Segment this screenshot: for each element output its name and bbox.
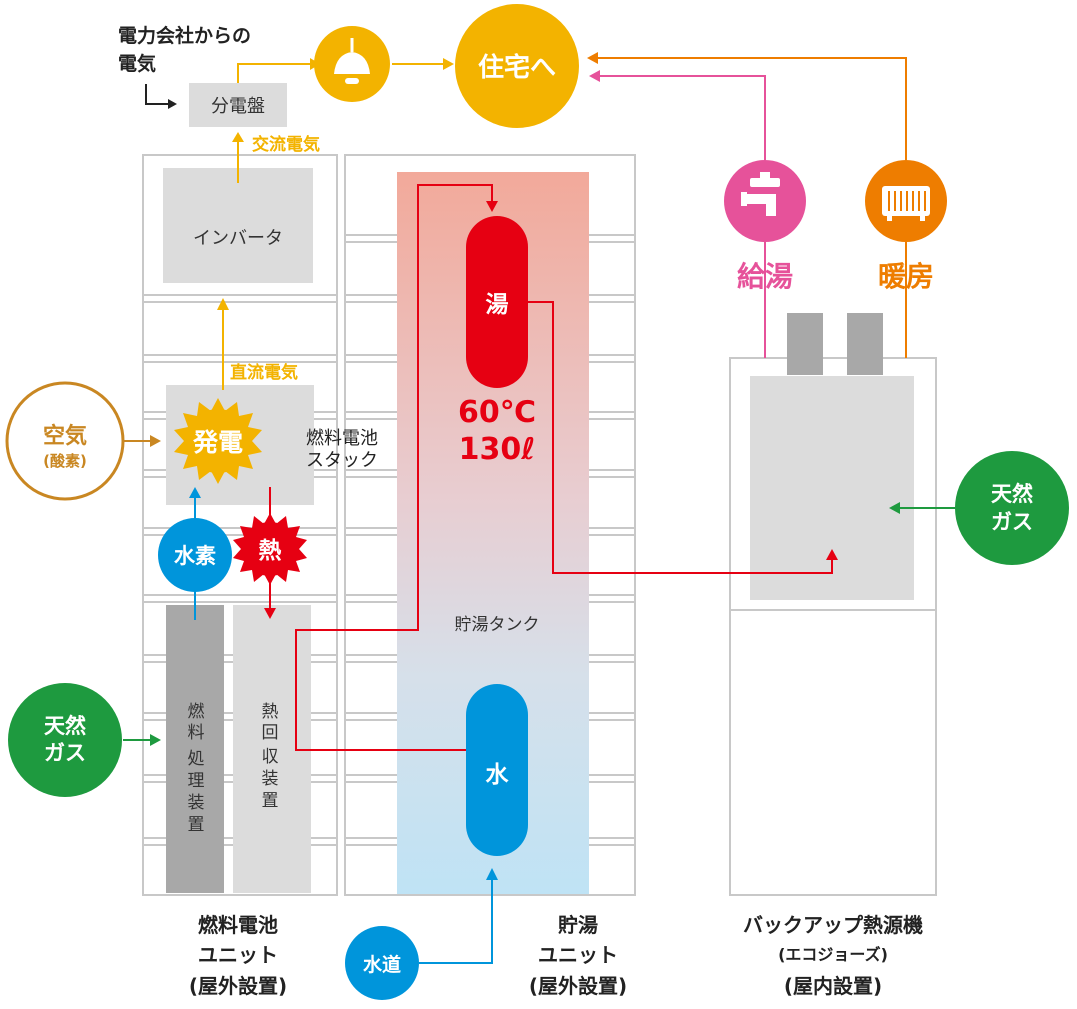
- backup-pipe-left: [787, 313, 823, 375]
- distribution-board-label: 分電盤: [211, 96, 265, 117]
- svg-text:ユニット: ユニット: [538, 943, 618, 967]
- backup-heater-frame: [729, 357, 937, 896]
- hydrogen-label: 水素: [174, 544, 216, 568]
- ac-power-label: 交流電気: [252, 134, 320, 155]
- air-label: 空気: [43, 423, 87, 449]
- air-oxygen-label: (酸素): [43, 452, 87, 470]
- generation-label: 発電: [192, 428, 243, 457]
- svg-text:料: 料: [188, 723, 205, 743]
- to-house-label: 住宅へ: [478, 52, 556, 83]
- backup-heater-caption: バックアップ熱源機 (エコジョーズ) (屋内設置): [743, 913, 923, 998]
- backup-pipe-right: [847, 313, 883, 375]
- heat-circulation-line: [295, 184, 493, 751]
- svg-text:熱: 熱: [262, 702, 279, 722]
- svg-text:バックアップ熱源機: バックアップ熱源機: [743, 913, 923, 937]
- tap-water-circle: [345, 926, 419, 1000]
- natural-gas-left-circle: [8, 683, 122, 797]
- heat-recovery-label: 熱 回 収 装 置: [262, 702, 279, 811]
- tap-water-label: 水道: [363, 953, 401, 976]
- capacity-label: 130ℓ: [459, 432, 536, 467]
- svg-text:処: 処: [188, 749, 205, 769]
- hot-water-capsule: [466, 216, 528, 388]
- svg-text:ユニット: ユニット: [198, 943, 278, 967]
- storage-tank-label: 貯湯タンク: [455, 615, 540, 635]
- natural-gas-left-label-2: ガス: [44, 741, 86, 765]
- temperature-label: 60℃: [458, 395, 536, 430]
- hot-water-supply-line: [528, 301, 833, 574]
- fuel-cell-unit-caption: 燃料電池 ユニット (屋外設置): [189, 913, 287, 998]
- generation-burst-icon: [174, 398, 262, 484]
- distribution-board-box: [189, 83, 287, 127]
- svg-text:理: 理: [188, 771, 205, 791]
- air-circle: [5, 381, 125, 501]
- fuel-cell-stack-label-1: 燃料電池: [306, 428, 378, 449]
- inverter-label: インバータ: [193, 228, 283, 249]
- svg-text:(屋外設置): (屋外設置): [529, 974, 627, 998]
- svg-text:装: 装: [188, 793, 205, 813]
- svg-text:収: 収: [262, 747, 279, 767]
- water-label: 水: [486, 762, 510, 788]
- power-company-arrow: [145, 84, 168, 105]
- svg-text:(屋内設置): (屋内設置): [784, 974, 882, 998]
- svg-text:(屋外設置): (屋外設置): [189, 974, 287, 998]
- lamp-icon: [314, 26, 390, 102]
- storage-unit-caption: 貯湯 ユニット (屋外設置): [529, 913, 627, 998]
- svg-text:装: 装: [262, 769, 279, 789]
- water-capsule: [466, 684, 528, 856]
- fuel-processor-box: [166, 605, 224, 893]
- power-company-label-2: 電気: [118, 52, 156, 75]
- dc-power-label: 直流電気: [230, 362, 298, 383]
- hot-water-supply-label: 給湯: [737, 260, 793, 293]
- radiator-icon: [865, 160, 947, 242]
- hydrogen-circle: [158, 518, 232, 592]
- natural-gas-right-label-1: 天然: [991, 482, 1033, 506]
- hot-water-label: 湯: [486, 292, 509, 318]
- natural-gas-right-label-2: ガス: [991, 510, 1033, 534]
- svg-text:置: 置: [188, 815, 205, 835]
- power-company-label-1: 電力会社からの: [118, 24, 251, 47]
- inverter-box: [163, 168, 313, 283]
- svg-text:回: 回: [262, 723, 279, 743]
- fuel-processor-label: 燃 料 処 理 装 置: [188, 702, 205, 835]
- svg-text:貯湯: 貯湯: [558, 913, 598, 937]
- heating-label: 暖房: [878, 260, 934, 293]
- heat-burst-icon: [233, 513, 307, 585]
- house-circle: [455, 4, 579, 128]
- natural-gas-left-label-1: 天然: [44, 714, 86, 738]
- svg-text:置: 置: [262, 791, 279, 811]
- svg-text:燃料電池: 燃料電池: [198, 913, 278, 937]
- svg-text:燃: 燃: [188, 702, 205, 722]
- fuel-cell-stack-label-2: スタック: [306, 450, 378, 471]
- natural-gas-right-circle: [955, 451, 1069, 565]
- faucet-icon: [724, 160, 806, 242]
- svg-text:(エコジョーズ): (エコジョーズ): [778, 945, 888, 964]
- heat-label: 熱: [259, 538, 282, 564]
